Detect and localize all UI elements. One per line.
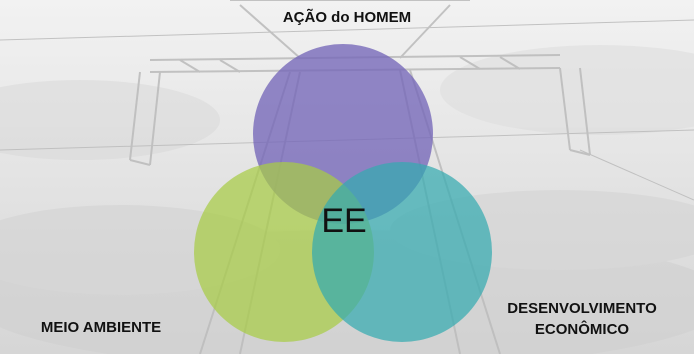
center-label-ee: EE — [321, 202, 367, 240]
label-economico-line: ECONÔMICO — [534, 321, 630, 338]
label-desenvolvimento-economico: DESENVOLVIMENTO ECONÔMICO — [470, 298, 694, 340]
circle-desenvolvimento-economico — [312, 162, 492, 342]
label-acao-do-homem: AÇÃO do HOMEM — [282, 9, 412, 26]
label-desenvolvimento-line: DESENVOLVIMENTO — [507, 300, 657, 317]
label-meio-ambiente: MEIO AMBIENTE — [40, 319, 162, 336]
